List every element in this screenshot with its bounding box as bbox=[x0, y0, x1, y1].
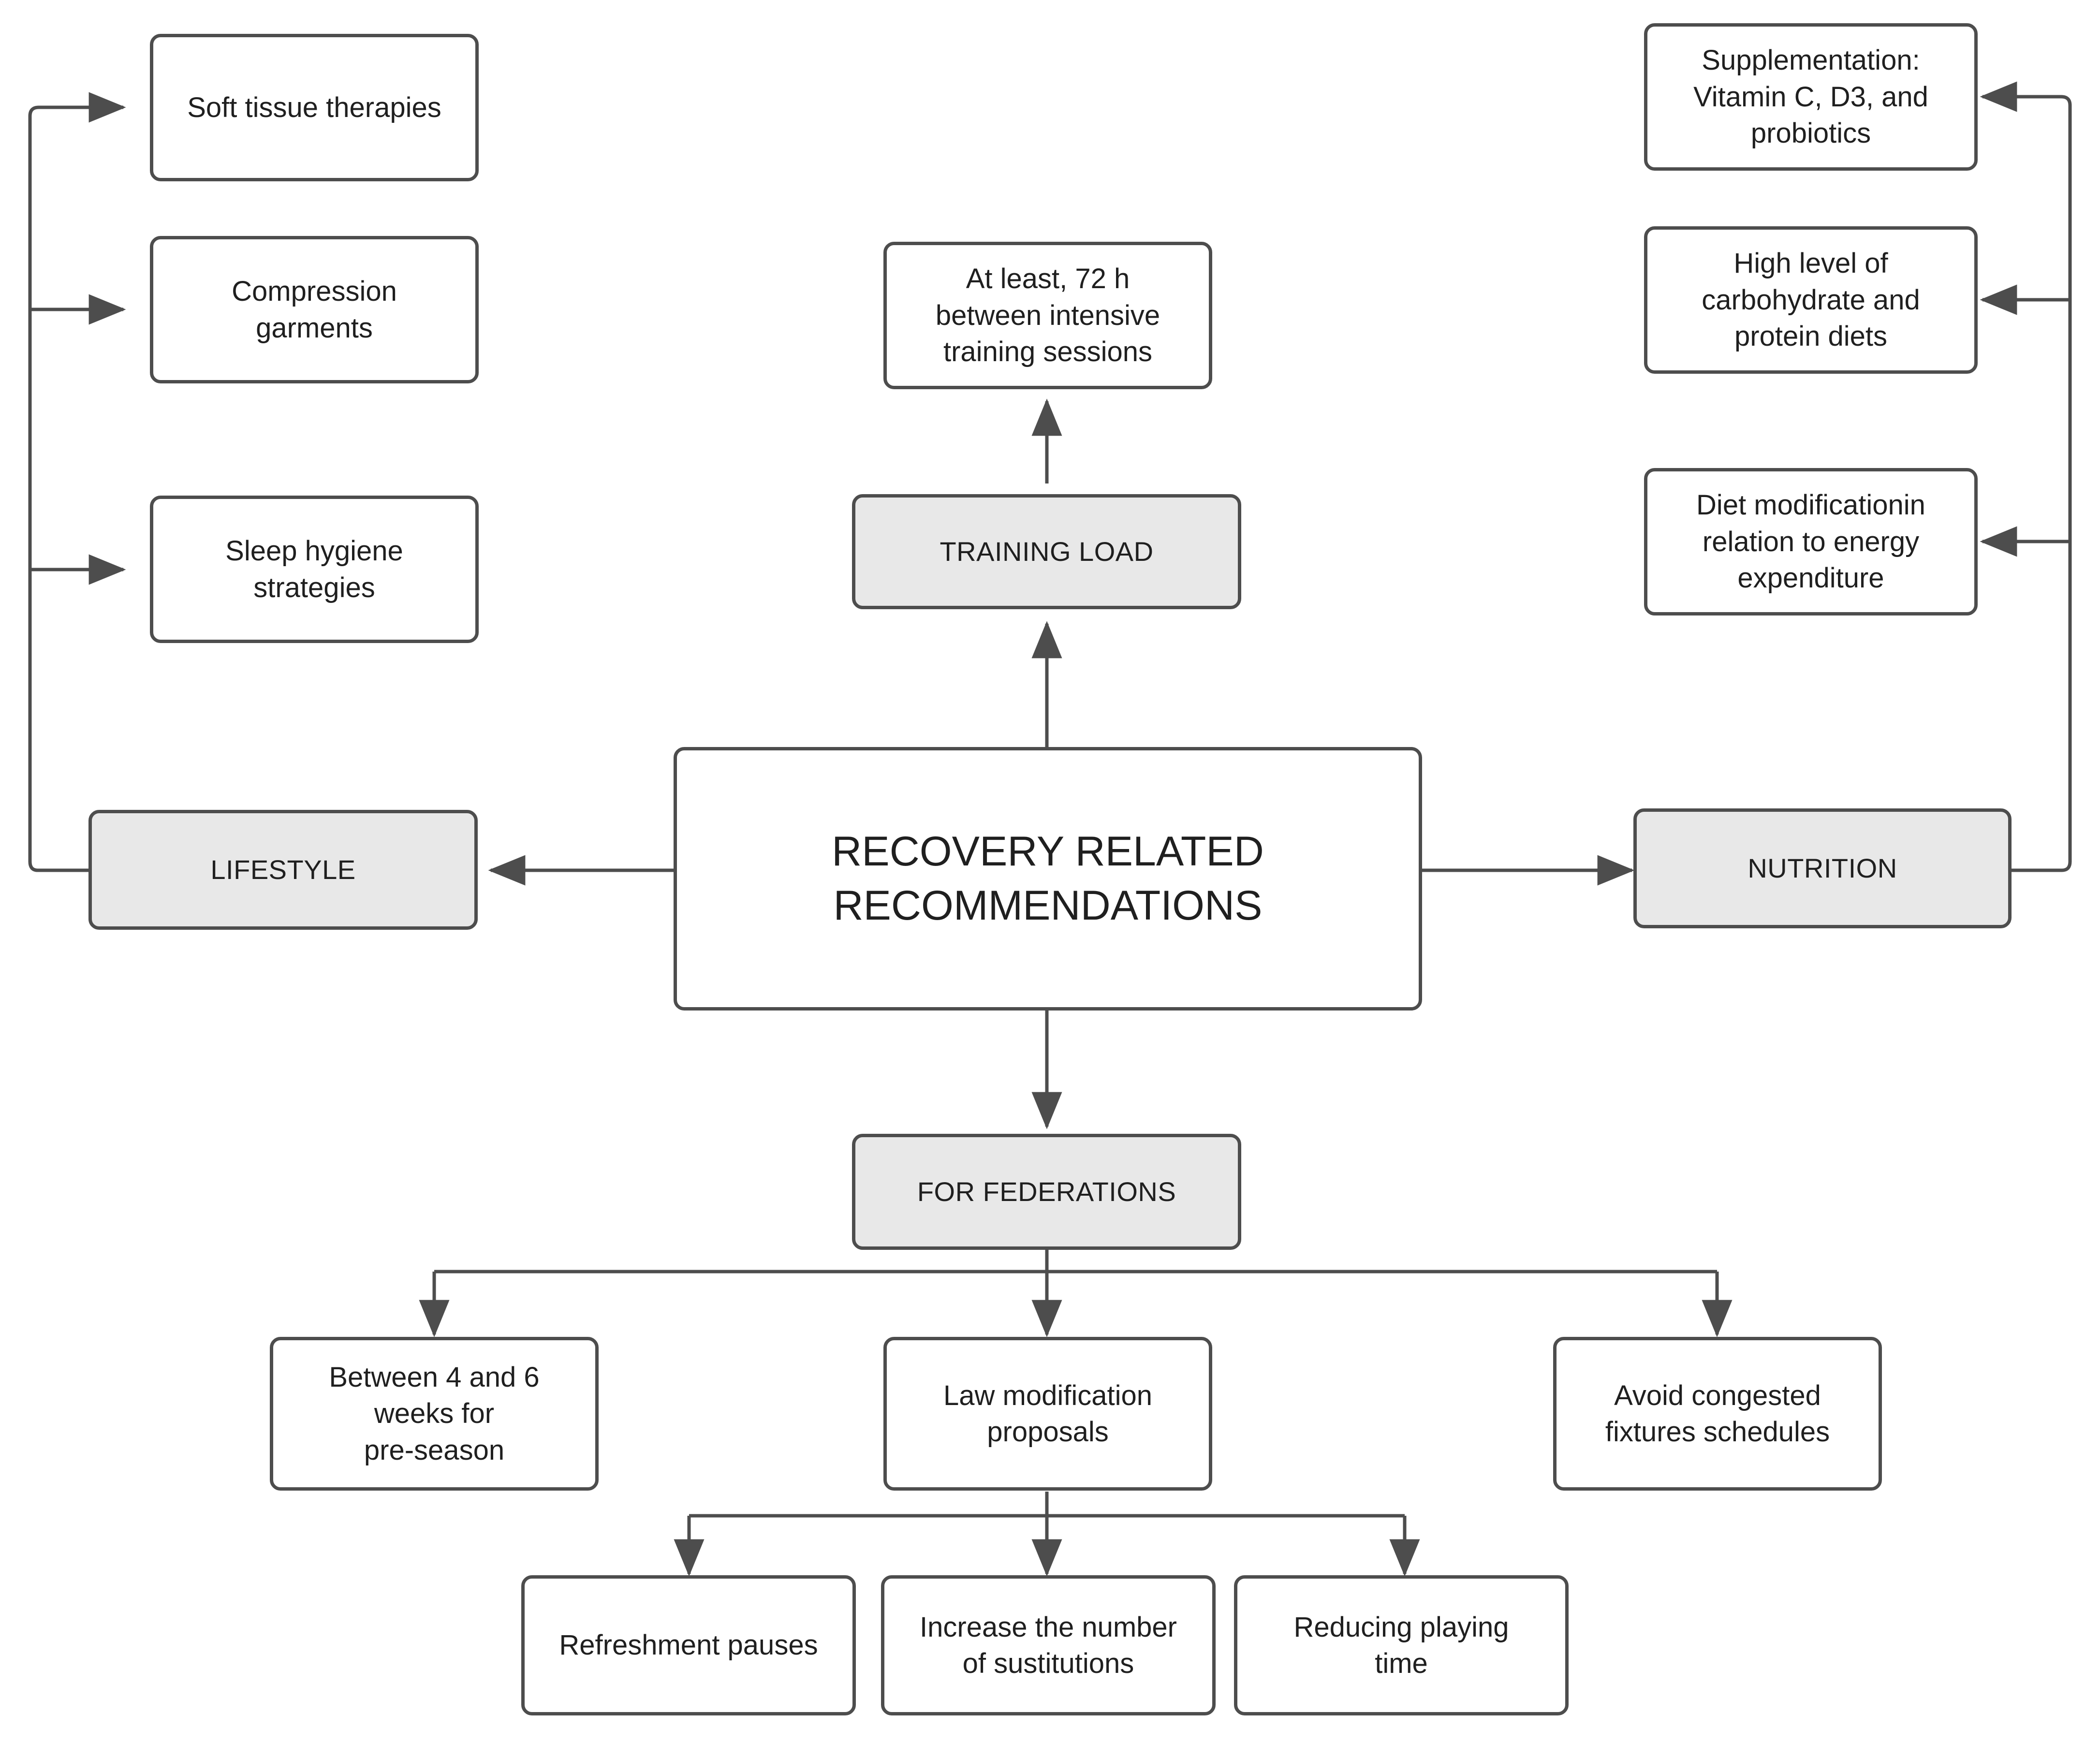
node-increase-substitutions[interactable]: Increase the number of sustitutions bbox=[881, 1575, 1216, 1715]
node-avoid-congested-fixtures[interactable]: Avoid congested fixtures schedules bbox=[1553, 1337, 1882, 1491]
node-law-modification-proposals[interactable]: Law modification proposals bbox=[883, 1337, 1212, 1491]
node-label: Avoid congested fixtures schedules bbox=[1605, 1379, 1830, 1448]
node-label: At least, 72 h between intensive trainin… bbox=[935, 263, 1160, 368]
node-diet-modification[interactable]: Diet modificationin relation to energy e… bbox=[1644, 468, 1978, 615]
node-category-training-load[interactable]: TRAINING LOAD bbox=[852, 494, 1241, 609]
node-label: Soft tissue therapies bbox=[187, 91, 441, 123]
node-label: NUTRITION bbox=[1748, 852, 1897, 883]
node-label: High level of carbohydrate and protein d… bbox=[1702, 248, 1920, 352]
node-category-for-federations[interactable]: FOR FEDERATIONS bbox=[852, 1134, 1241, 1250]
node-label: TRAINING LOAD bbox=[940, 536, 1154, 567]
node-compression-garments[interactable]: Compression garments bbox=[150, 236, 479, 383]
node-reducing-playing-time[interactable]: Reducing playing time bbox=[1234, 1575, 1569, 1715]
node-label: Law modification proposals bbox=[943, 1379, 1152, 1448]
node-label: Increase the number of sustitutions bbox=[920, 1611, 1177, 1679]
node-label: LIFESTYLE bbox=[210, 854, 356, 885]
node-label: Supplementation: Vitamin C, D3, and prob… bbox=[1693, 44, 1928, 149]
node-category-lifestyle[interactable]: LIFESTYLE bbox=[88, 810, 478, 930]
node-supplementation[interactable]: Supplementation: Vitamin C, D3, and prob… bbox=[1644, 23, 1978, 171]
edge-lifestyle-to-soft-tissue bbox=[28, 92, 126, 872]
node-refreshment-pauses[interactable]: Refreshment pauses bbox=[521, 1575, 856, 1715]
node-label: Reducing playing time bbox=[1293, 1611, 1509, 1679]
node-center-recovery-recommendations[interactable]: RECOVERY RELATED RECOMMENDATIONS bbox=[674, 747, 1422, 1011]
node-72h-between-sessions[interactable]: At least, 72 h between intensive trainin… bbox=[883, 242, 1212, 389]
edge-nutrition-to-supplementation bbox=[1980, 81, 2072, 872]
node-label: Compression garments bbox=[232, 276, 397, 344]
node-label: RECOVERY RELATED RECOMMENDATIONS bbox=[832, 828, 1264, 929]
node-sleep-hygiene-strategies[interactable]: Sleep hygiene strategies bbox=[150, 496, 479, 643]
node-label: Sleep hygiene strategies bbox=[225, 535, 403, 603]
node-soft-tissue-therapies[interactable]: Soft tissue therapies bbox=[150, 34, 479, 181]
node-label: Between 4 and 6 weeks for pre-season bbox=[329, 1361, 540, 1466]
node-label: Refreshment pauses bbox=[559, 1629, 818, 1661]
node-preseason-weeks[interactable]: Between 4 and 6 weeks for pre-season bbox=[270, 1337, 599, 1491]
node-label: FOR FEDERATIONS bbox=[917, 1176, 1176, 1207]
node-category-nutrition[interactable]: NUTRITION bbox=[1633, 808, 2012, 928]
node-label: Diet modificationin relation to energy e… bbox=[1696, 489, 1925, 594]
node-carbohydrate-protein-diets[interactable]: High level of carbohydrate and protein d… bbox=[1644, 226, 1978, 374]
